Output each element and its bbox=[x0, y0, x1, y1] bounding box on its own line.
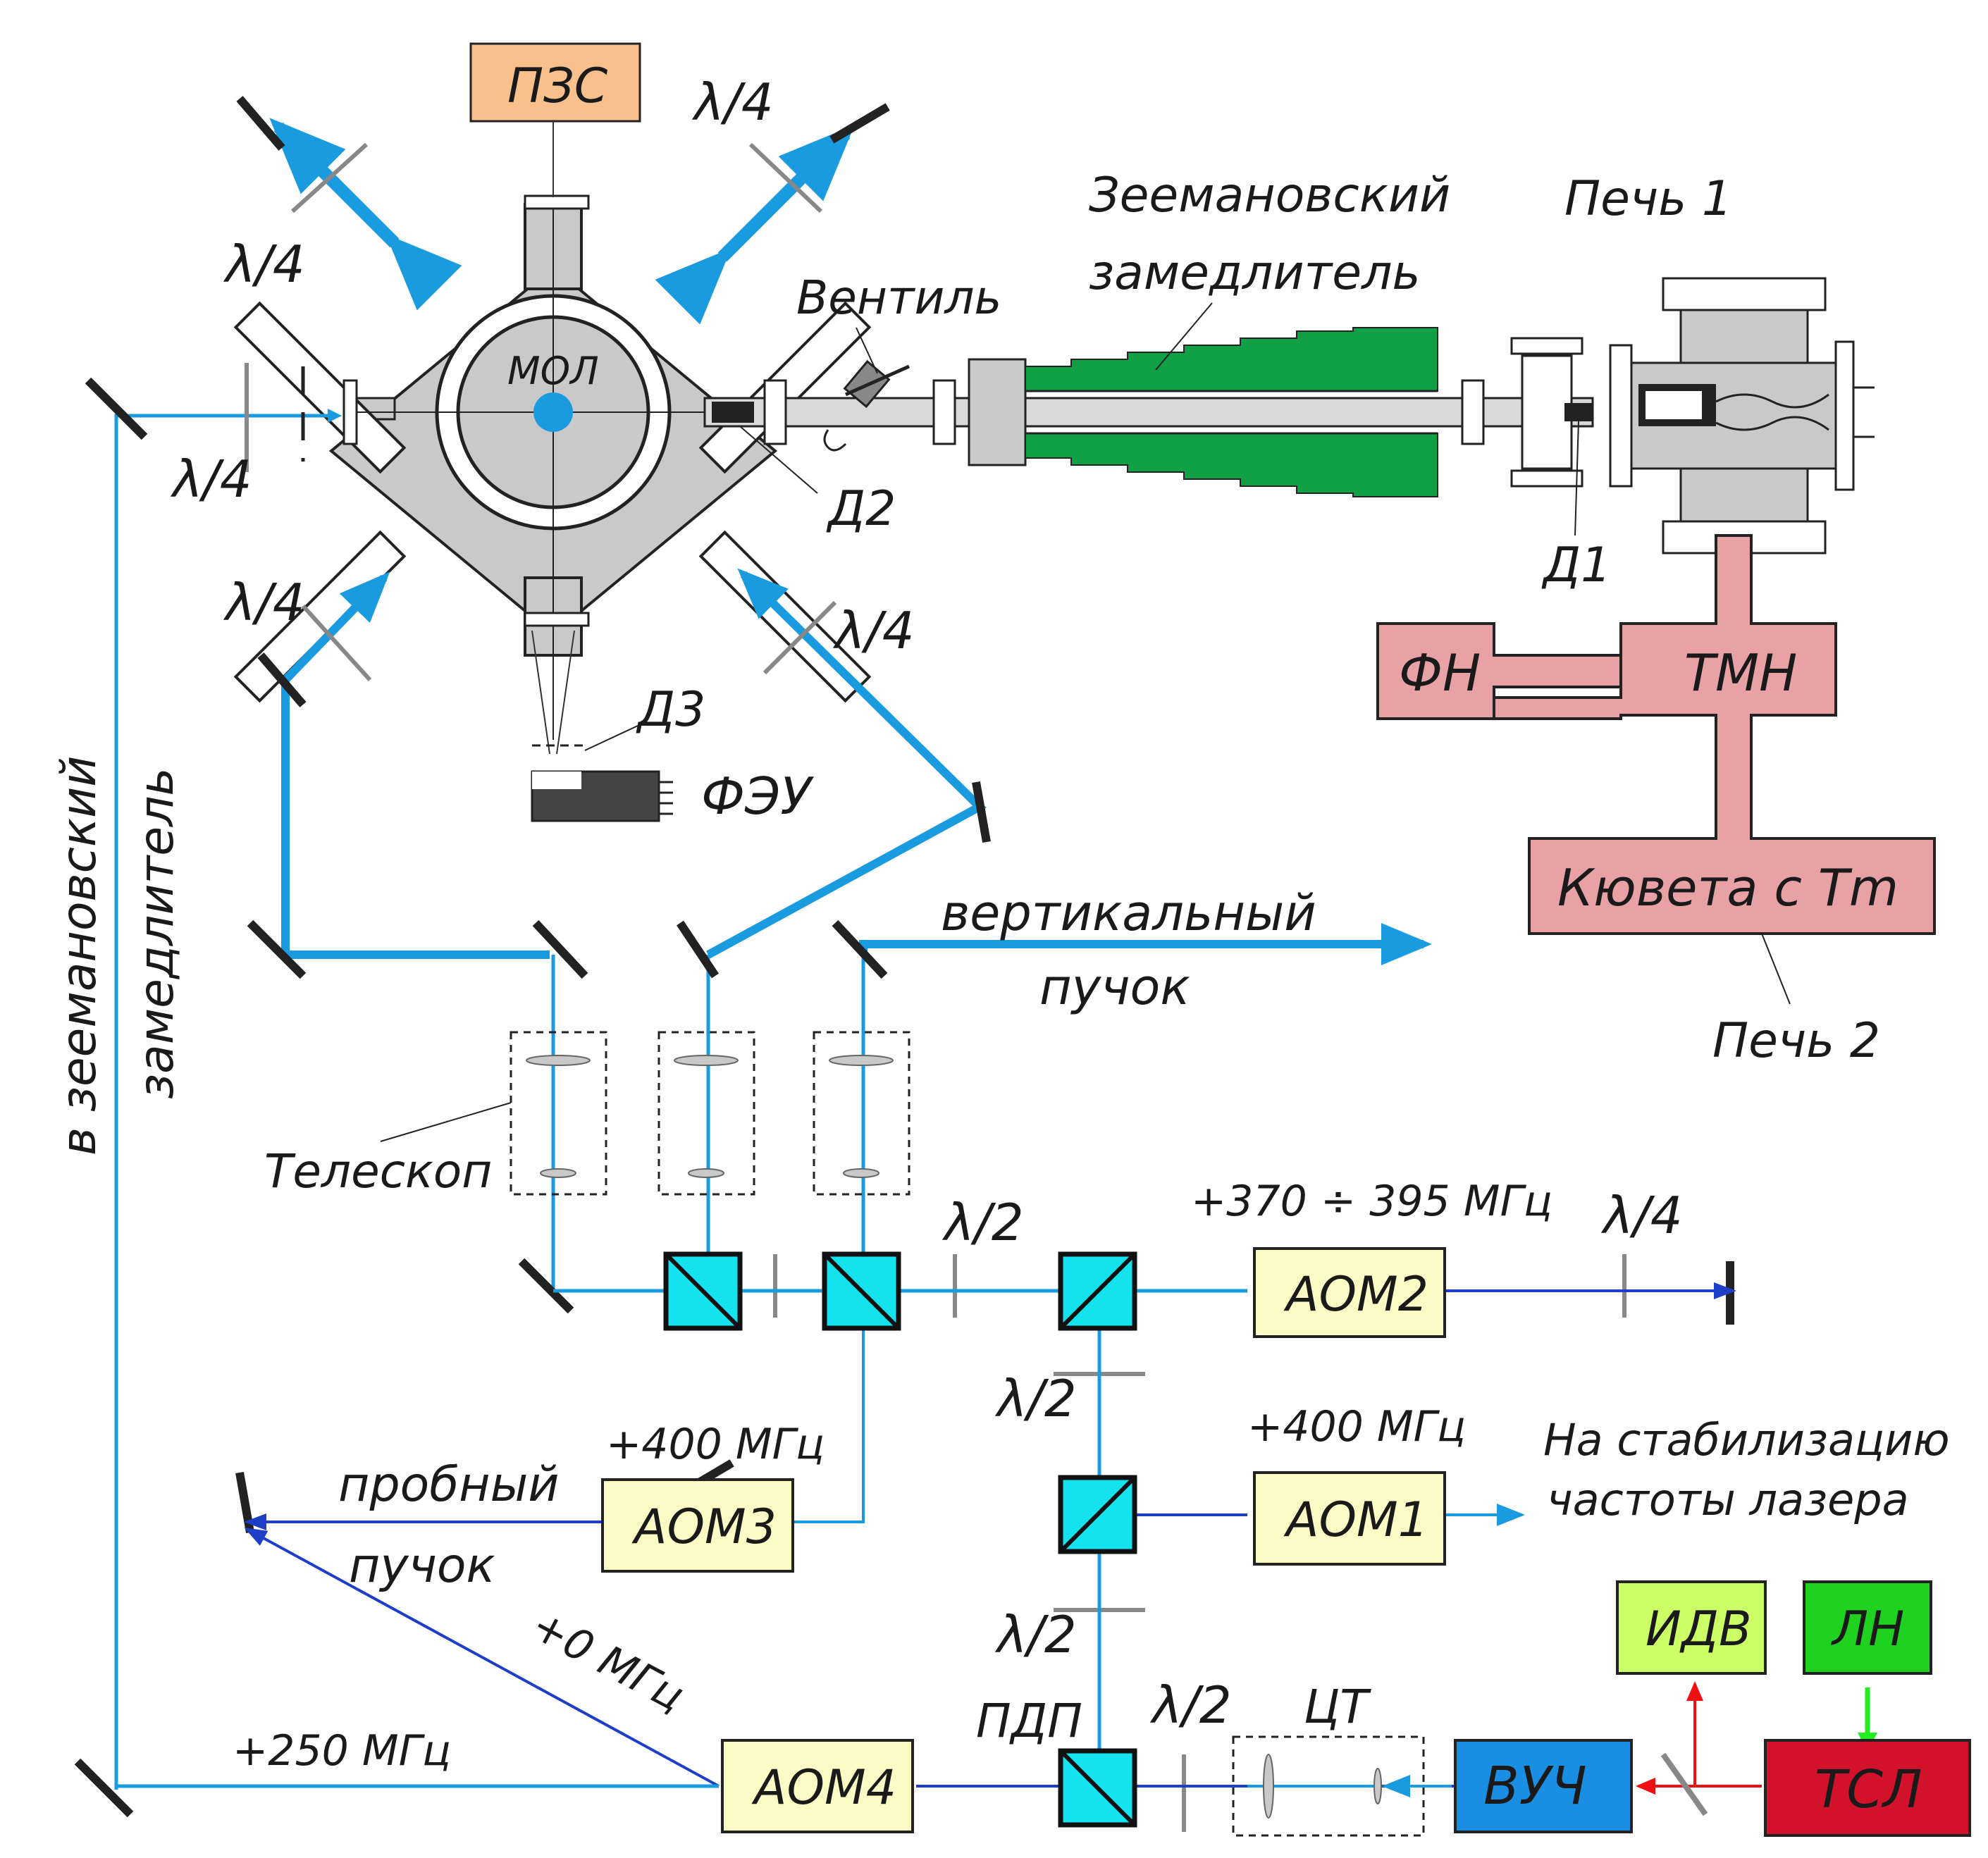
aom-blocks bbox=[601, 1247, 1446, 1833]
fn-pump bbox=[1376, 622, 1622, 720]
valve-label: Вентиль bbox=[796, 271, 1001, 325]
mot-chamber bbox=[233, 120, 872, 740]
telescopes bbox=[510, 1031, 910, 1196]
hw-label-4: λ/2 bbox=[1149, 1676, 1232, 1735]
aom3-block bbox=[601, 1478, 794, 1573]
vuch-block bbox=[1454, 1739, 1633, 1833]
vertical-beam-label-1: вертикальный bbox=[941, 884, 1316, 942]
freq-aom1: +400 МГц bbox=[1247, 1402, 1466, 1451]
beam-tube bbox=[703, 379, 1594, 445]
beam-splitter bbox=[1660, 1752, 1708, 1816]
zeeman-slower bbox=[968, 327, 1438, 497]
probe-beam-label-1: пробный bbox=[338, 1457, 560, 1513]
telescope-label: Телескоп bbox=[264, 1144, 492, 1199]
mol-label: МОЛ bbox=[507, 349, 599, 393]
tsl-block bbox=[1764, 1739, 1971, 1837]
aom2-block bbox=[1253, 1247, 1446, 1338]
atom-cloud bbox=[533, 392, 573, 432]
qw-label-2: λ/4 bbox=[691, 73, 774, 132]
pdp-label: ПДП bbox=[976, 1694, 1082, 1748]
to-zeeman-label-2: замедлитель bbox=[129, 767, 185, 1099]
pmt-label: ФЭУ bbox=[701, 767, 814, 826]
pbs-cubes bbox=[663, 1251, 1137, 1828]
to-zeeman-label-1: в зеемановский bbox=[51, 756, 107, 1156]
aom3-label: АОМ3 bbox=[631, 1499, 777, 1555]
tmn-label: ТМН bbox=[1684, 643, 1797, 702]
oven-1 bbox=[1510, 277, 1875, 555]
hw-label-2: λ/2 bbox=[994, 1369, 1077, 1428]
cylindrical-telescope bbox=[1232, 1735, 1425, 1837]
ln-block bbox=[1803, 1580, 1932, 1675]
freq-zero: +0 МГц bbox=[524, 1600, 692, 1721]
probe-beam-label-2: пучок bbox=[349, 1538, 495, 1594]
tsl-label: ТСЛ bbox=[1815, 1759, 1922, 1820]
d1-label: Д1 bbox=[1541, 538, 1611, 593]
d3-label: Д3 bbox=[636, 682, 705, 738]
vuch-label: ВУЧ bbox=[1483, 1756, 1587, 1816]
pmt-detector bbox=[531, 630, 673, 822]
hw-label-1: λ/2 bbox=[941, 1193, 1024, 1252]
qw-label-4: λ/4 bbox=[223, 573, 305, 632]
zeeman-label-2: замедлитель bbox=[1089, 245, 1421, 301]
idv-label: ИДВ bbox=[1646, 1602, 1752, 1657]
pzs-label: ПЗС bbox=[507, 58, 608, 114]
d2-label: Д2 bbox=[826, 481, 896, 537]
ct-label: ЦТ bbox=[1304, 1680, 1371, 1734]
vertical-beam-label-2: пучок bbox=[1039, 958, 1190, 1016]
ccd-camera bbox=[469, 42, 641, 123]
oven1-label: Печь 1 bbox=[1564, 171, 1732, 227]
aom1-label: АОМ1 bbox=[1283, 1492, 1428, 1548]
ln-label: ЛН bbox=[1830, 1602, 1904, 1657]
qw-label-3: λ/4 bbox=[170, 450, 252, 509]
valve bbox=[823, 359, 910, 452]
vacuum-system bbox=[1493, 534, 1936, 935]
aom4-label: АОМ4 bbox=[751, 1760, 896, 1816]
freq-aom2: +370 ÷ 395 МГц bbox=[1191, 1177, 1552, 1226]
freq-250: +250 МГц bbox=[233, 1726, 451, 1776]
aom1-block bbox=[1253, 1471, 1446, 1566]
qw-label-6: λ/4 bbox=[1600, 1186, 1683, 1245]
zeeman-label-1: Зеемановский bbox=[1089, 168, 1450, 223]
cell-label: Кювета с Tm bbox=[1557, 858, 1899, 917]
qw-label-5: λ/4 bbox=[832, 601, 915, 660]
stabilization-label-1: На стабилизацию bbox=[1543, 1414, 1950, 1466]
oven2-label: Печь 2 bbox=[1712, 1013, 1880, 1069]
aom2-label: АОМ2 bbox=[1283, 1267, 1428, 1323]
fn-label: ФН bbox=[1399, 643, 1481, 702]
hw-label-3: λ/2 bbox=[994, 1605, 1077, 1664]
stabilization-label-2: частоты лазера bbox=[1547, 1474, 1909, 1525]
idv-block bbox=[1616, 1580, 1767, 1675]
freq-aom3: +400 МГц bbox=[606, 1420, 825, 1469]
aom4-block bbox=[721, 1739, 914, 1833]
qw-label-1: λ/4 bbox=[223, 235, 305, 294]
